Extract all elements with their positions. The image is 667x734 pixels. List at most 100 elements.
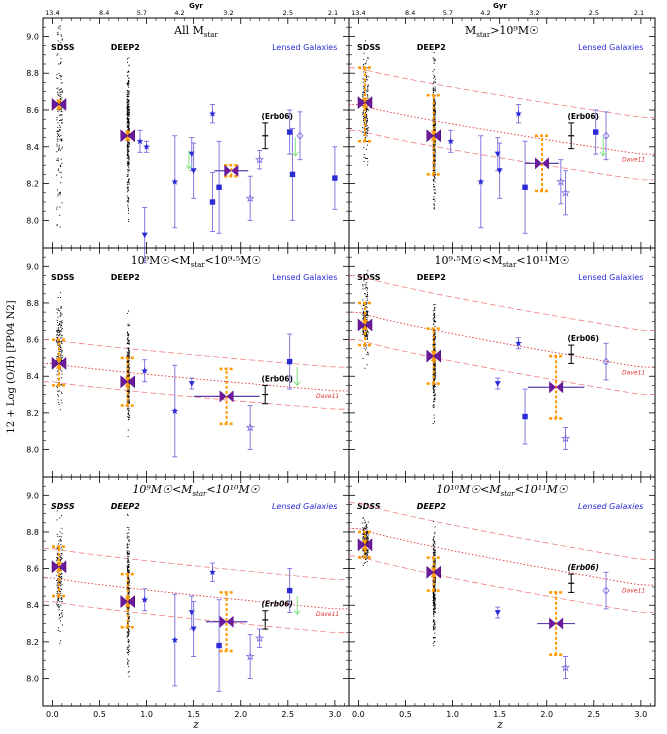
sdss-point — [362, 99, 364, 101]
deep2-point — [432, 175, 434, 177]
deep2-point — [433, 553, 435, 555]
deep2-point — [128, 141, 130, 143]
sdss-label: SDSS — [51, 273, 75, 282]
sdss-point — [59, 89, 61, 91]
deep2-point — [434, 622, 436, 624]
sdss-point — [362, 549, 364, 551]
sdss-point — [61, 393, 63, 395]
sdss-point — [365, 133, 367, 135]
deep2-point — [128, 343, 130, 344]
deep2-point — [128, 64, 130, 66]
deep2-point — [434, 594, 436, 596]
deep2-point — [434, 604, 436, 605]
deep2-point — [432, 580, 434, 582]
sdss-point — [60, 34, 62, 36]
deep2-point — [433, 597, 435, 599]
sdss-point — [56, 533, 58, 535]
deep2-point — [127, 126, 128, 128]
deep2-point — [434, 369, 436, 371]
deep2-point — [434, 365, 436, 367]
x-tick-label: 1.0 — [446, 710, 459, 719]
sdss-point — [364, 367, 366, 369]
sdss-point — [363, 88, 365, 90]
deep2-point — [434, 343, 436, 345]
sdss-point — [366, 77, 367, 79]
deep2-point — [128, 325, 130, 327]
deep2-point — [433, 614, 435, 616]
sdss-point — [59, 193, 61, 194]
sdss-point — [365, 286, 367, 288]
deep2-point — [433, 58, 435, 60]
deep2-point — [434, 82, 436, 83]
mean-bowtie-marker — [535, 157, 550, 170]
deep2-point — [434, 526, 436, 528]
sdss-point — [56, 138, 58, 140]
deep2-point — [128, 629, 130, 631]
deep2-point — [434, 386, 436, 388]
x-tick-label: 3.0 — [329, 710, 342, 719]
deep2-point — [126, 361, 128, 363]
deep2-point — [434, 597, 436, 599]
sdss-point — [363, 347, 365, 349]
deep2-point — [434, 95, 436, 97]
panel-frame — [348, 17, 656, 249]
sdss-point — [59, 114, 60, 116]
x-tick-label: 0.5 — [399, 710, 412, 719]
deep2-point — [434, 590, 436, 592]
sdss-point — [56, 74, 58, 76]
deep2-point — [432, 318, 434, 320]
sdss-point — [61, 334, 63, 336]
deep2-point — [128, 107, 130, 109]
sdss-point — [366, 124, 367, 126]
sdss-point — [365, 110, 367, 112]
deep2-point — [126, 628, 128, 629]
deep2-point — [434, 627, 436, 629]
panel-frame — [348, 476, 656, 707]
deep2-point — [434, 159, 436, 161]
sdss-point — [59, 517, 61, 519]
sdss-point — [59, 601, 61, 603]
deep2-point — [126, 102, 128, 104]
deep2-point — [128, 179, 129, 181]
sdss-point — [366, 121, 368, 123]
deep2-point — [128, 364, 130, 366]
sdss-point — [58, 89, 60, 91]
deep2-point — [434, 102, 436, 104]
sdss-point — [57, 399, 59, 401]
deep2-point — [127, 191, 129, 193]
deep2-point — [127, 633, 129, 635]
sdss-point — [366, 108, 368, 110]
deep2-point — [433, 594, 435, 595]
sdss-point — [61, 82, 63, 84]
x-axis-label-right: z — [496, 718, 503, 731]
erb06-label: (Erb06) — [567, 563, 598, 572]
lensed-square-marker — [209, 199, 216, 205]
sdss-point — [58, 330, 60, 332]
sdss-point — [61, 558, 63, 559]
lensed-triangle-marker — [494, 610, 501, 616]
sdss-point — [366, 354, 368, 356]
sdss-point — [61, 324, 62, 326]
sdss-point — [56, 340, 58, 342]
sdss-point — [363, 46, 365, 48]
deep2-point — [434, 128, 436, 130]
sdss-point — [366, 527, 368, 528]
sdss-point — [362, 81, 364, 83]
sdss-point — [56, 603, 58, 605]
lensed-triangle-marker — [141, 232, 148, 239]
deep2-point — [432, 389, 434, 391]
sdss-median-accent — [362, 319, 369, 330]
deep2-point — [434, 316, 436, 318]
deep2-point — [433, 155, 435, 157]
sdss-point — [363, 134, 365, 136]
deep2-point — [126, 164, 128, 166]
y-axis-label: 12 + Log (O/H) [PP04 N2] — [6, 300, 17, 433]
sdss-point — [56, 374, 58, 376]
sdss-point — [366, 129, 368, 131]
lensed-square-marker — [522, 184, 528, 190]
deep2-point — [127, 577, 129, 579]
deep2-point — [127, 621, 129, 623]
deep2-point — [434, 114, 436, 116]
sdss-point — [366, 307, 368, 309]
